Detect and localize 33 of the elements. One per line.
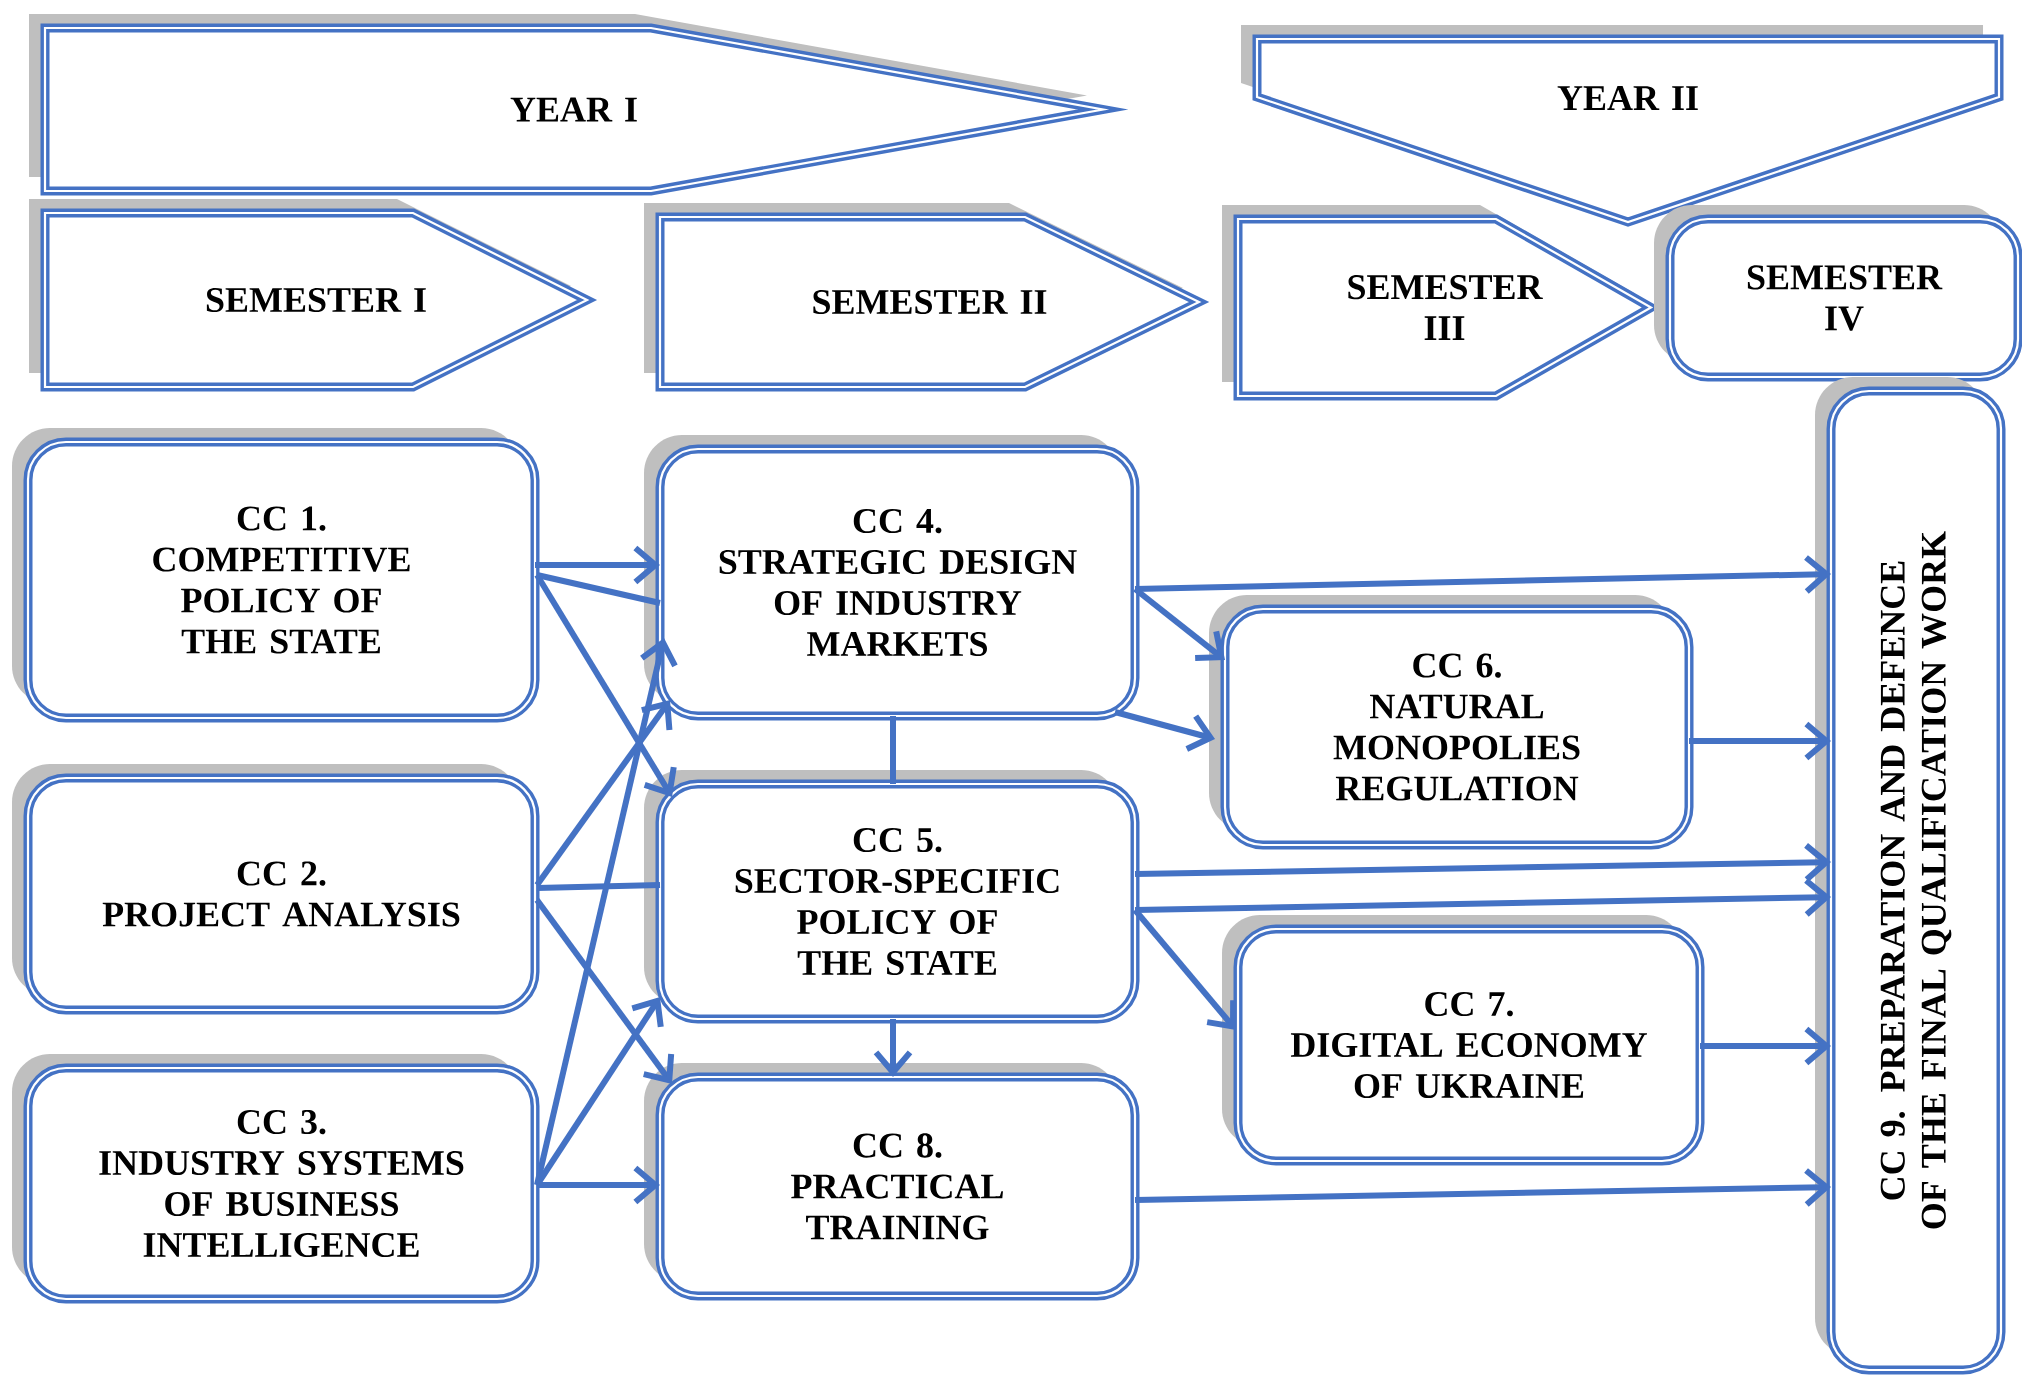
semester-banner: SEMESTER II: [644, 203, 1210, 392]
arrow: [1133, 586, 1225, 662]
course-box: CC 2. PROJECT ANALYSIS: [12, 764, 540, 1015]
year-banner: YEAR I: [29, 14, 1129, 196]
course-box: CC 8. PRACTICAL TRAINING: [644, 1063, 1140, 1301]
arrow: [1134, 843, 1831, 882]
arrow: [534, 638, 678, 1186]
arrow: [534, 997, 664, 1187]
year-banner: YEAR II: [1241, 25, 2004, 227]
arrow: [535, 545, 660, 585]
arrow: [534, 573, 677, 797]
arrow: [1114, 709, 1215, 752]
arrow: [1134, 878, 1831, 917]
connector-line: [536, 572, 661, 606]
arrow: [1134, 1168, 1831, 1207]
arrow: [1700, 1026, 1831, 1066]
course-box: CC 6. NATURAL MONOPOLIES REGULATION: [1209, 595, 1694, 850]
course-box: CC 4. STRATEGIC DESIGN OF INDUSTRY MARKETS: [644, 435, 1140, 721]
course-box: CC 7. DIGITAL ECONOMY OF UKRAINE: [1222, 915, 1705, 1166]
connector-line: [536, 882, 661, 891]
final-work-box: CC 9. PREPARATION AND DEFENCE OF THE FINAL QUALIFICATION WORK: [1815, 377, 2006, 1375]
course-box: CC 1. COMPETITIVE POLICY OF THE STATE: [12, 428, 540, 723]
arrow: [534, 700, 673, 887]
semester-box: SEMESTER IV: [1654, 205, 2022, 382]
arrow: [1689, 721, 1831, 761]
arrow: [1132, 908, 1237, 1030]
connector-line: [890, 716, 896, 784]
course-box: CC 3. INDUSTRY SYSTEMS OF BUSINESS INTELLIGENCE: [12, 1054, 540, 1304]
semester-banner: SEMESTER I: [29, 199, 598, 392]
arrow: [534, 898, 675, 1084]
arrow: [1134, 555, 1831, 594]
course-box: CC 5. SECTOR-SPECIFIC POLICY OF THE STATE: [644, 770, 1140, 1024]
arrow: [537, 1165, 660, 1205]
